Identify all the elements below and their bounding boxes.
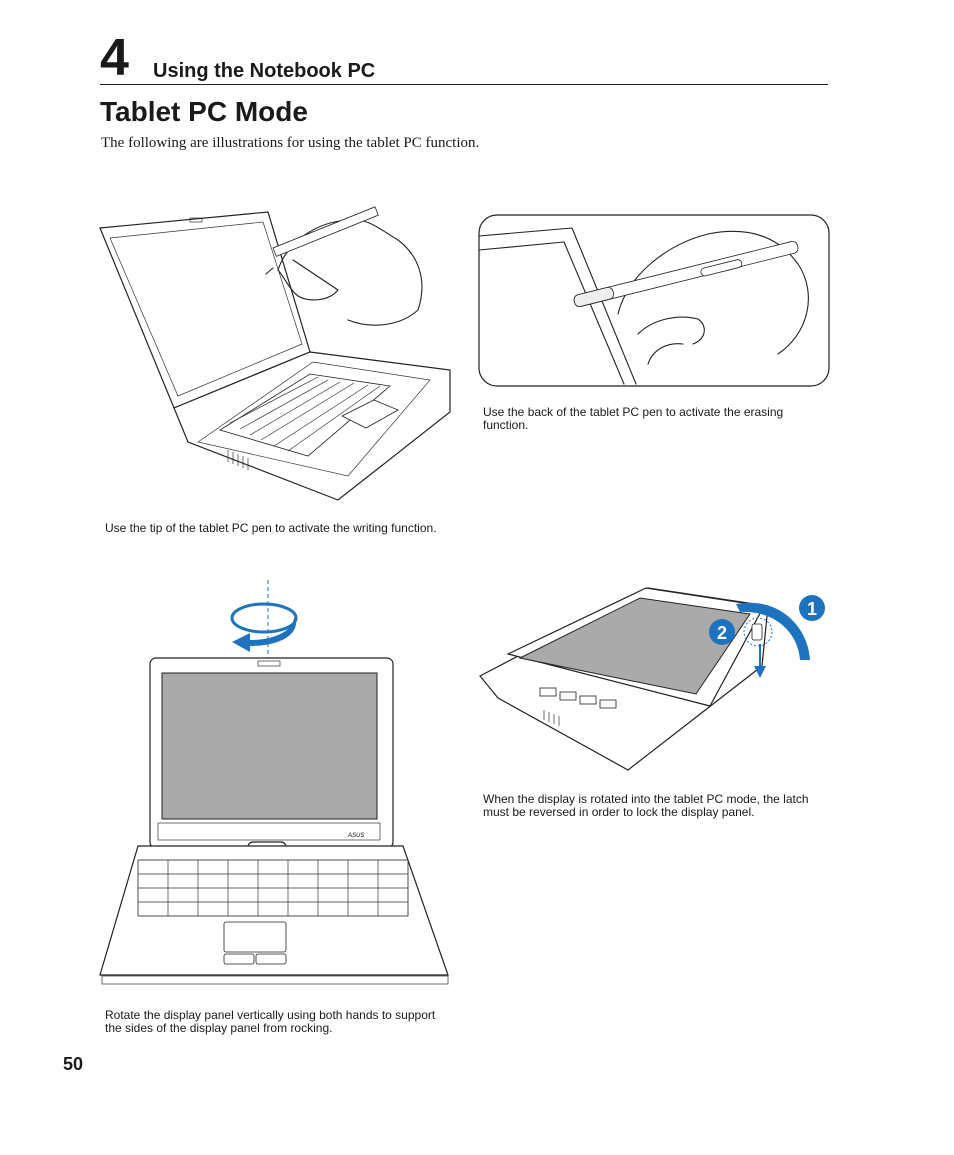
keyboard-keys	[138, 860, 408, 916]
caption-latch: When the display is rotated into the tab…	[483, 793, 823, 819]
notebook-writing-illustration	[98, 210, 458, 505]
svg-text:2: 2	[717, 623, 727, 643]
header-rule	[100, 84, 828, 85]
caption-rotate: Rotate the display panel vertically usin…	[105, 1009, 445, 1035]
caption-erasing: Use the back of the tablet PC pen to act…	[483, 406, 823, 432]
chapter-title: Using the Notebook PC	[153, 59, 375, 83]
notebook-front-illustration: ASUS	[98, 580, 454, 990]
caption-writing: Use the tip of the tablet PC pen to acti…	[105, 522, 445, 535]
brand-label: ASUS	[347, 833, 364, 839]
page-number: 50	[63, 1054, 83, 1074]
intro-text: The following are illustrations for usin…	[101, 133, 479, 153]
rotate-arrow-icon	[232, 604, 296, 652]
eraser-illustration	[478, 214, 830, 388]
svg-text:1: 1	[807, 599, 817, 619]
page-title: Tablet PC Mode	[100, 96, 308, 128]
step-1-badge: 1	[799, 595, 825, 621]
chapter-number: 4	[100, 28, 129, 88]
step-2-badge: 2	[709, 619, 735, 645]
tablet-notebook-illustration: 1 2	[478, 586, 830, 772]
